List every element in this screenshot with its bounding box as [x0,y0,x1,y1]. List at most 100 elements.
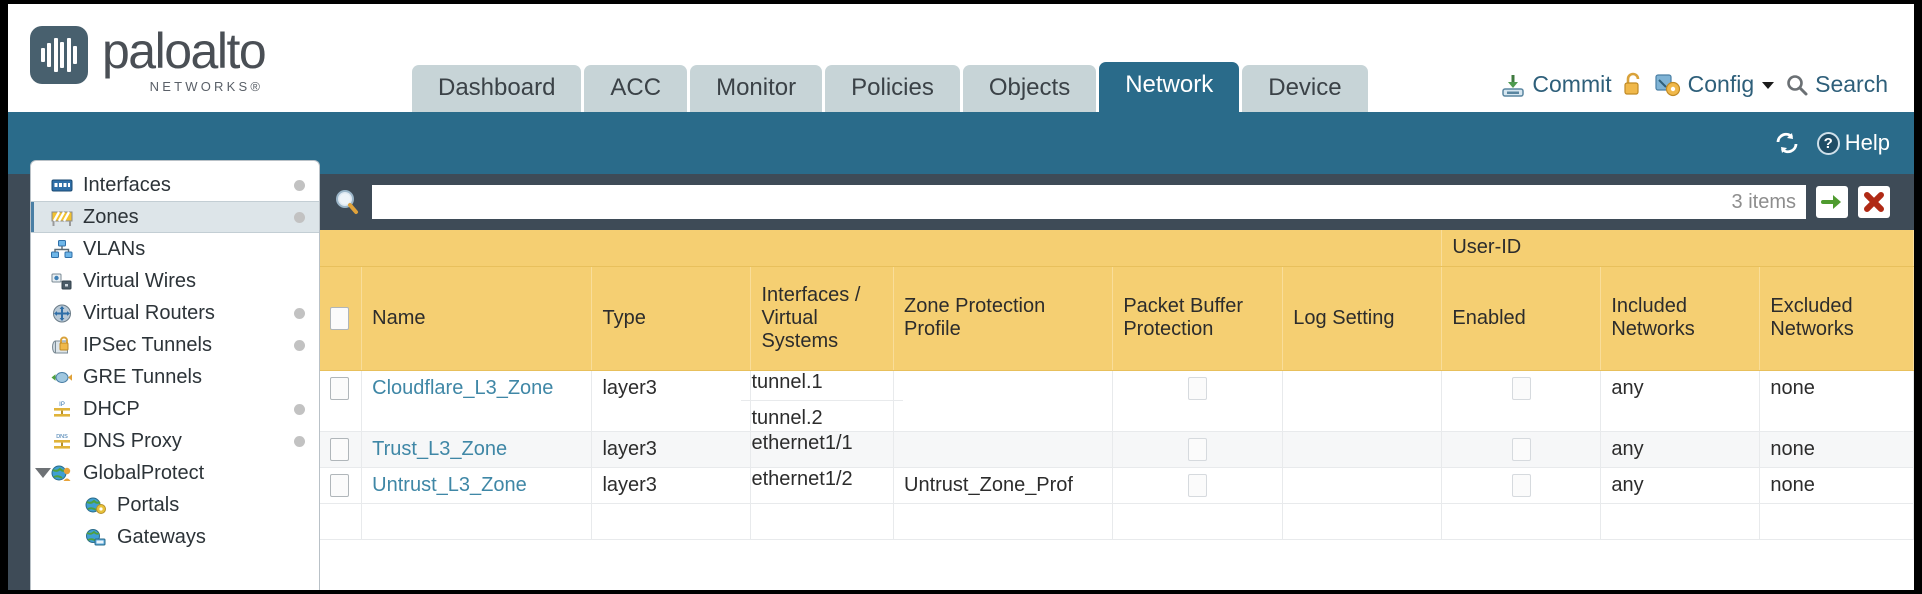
userid-enabled-checkbox[interactable] [1511,473,1531,497]
sidebar-item-status-dot [294,179,305,191]
dns-proxy-icon: DNS [49,431,74,451]
cell-userid-enabled [1441,431,1602,468]
zone-link[interactable]: Untrust_L3_Zone [372,473,527,496]
zones-icon [49,207,74,227]
select-all-checkbox[interactable] [330,306,349,330]
expand-collapse-caret-icon[interactable] [35,468,51,478]
empty-cell [1600,503,1761,540]
virtual-routers-icon [49,303,74,323]
interface-entry: ethernet1/2 [751,467,853,490]
clear-filter-button[interactable] [1858,186,1890,218]
globalprotect-icon [49,463,74,483]
sidebar-item-globalprotect[interactable]: GlobalProtect [31,457,319,489]
empty-cell [320,503,363,540]
config-menu[interactable]: Config [1654,71,1776,98]
row-select-checkbox[interactable] [330,376,349,400]
brand-tagline: NETWORKS® [149,79,264,94]
cell-log-setting [1282,467,1443,504]
search-toolbar: 3 items [320,174,1914,230]
sub-header-band: ? Help [8,112,1914,174]
sidebar-item-label: Portals [117,493,180,516]
lock-button[interactable] [1621,72,1645,98]
cell-name: Cloudflare_L3_Zone [361,370,593,432]
sidebar-item-vlans[interactable]: VLANs [31,233,319,265]
row-select-checkbox[interactable] [330,473,349,497]
commit-button[interactable]: Commit [1500,71,1612,98]
sidebar-item-virtual-wires[interactable]: Virtual Wires [31,265,319,297]
packet-buffer-protection-checkbox[interactable] [1188,376,1208,400]
sidebar-item-label: GRE Tunnels [83,365,202,388]
tab-monitor[interactable]: Monitor [690,65,823,112]
paloalto-logo: paloalto NETWORKS® [30,26,267,94]
search-button[interactable]: Search [1785,71,1888,98]
sidebar-item-label: Virtual Routers [83,301,215,324]
search-input[interactable] [372,185,1732,219]
userid-enabled-checkbox[interactable] [1511,376,1531,400]
sidebar-item-portals[interactable]: Portals [31,489,319,521]
interface-entry: ethernet1/1 [751,431,853,454]
refresh-icon[interactable] [1773,130,1801,156]
cell-included-networks: any [1600,467,1761,504]
zone-link[interactable]: Trust_L3_Zone [372,437,508,460]
column-header-excluded-networks[interactable]: Excluded Networks [1759,266,1914,371]
tab-dashboard[interactable]: Dashboard [412,65,582,112]
sidebar-item-status-dot [294,403,305,415]
tab-policies[interactable]: Policies [825,65,960,112]
cell-userid-enabled [1441,467,1602,504]
tab-network[interactable]: Network [1099,62,1240,112]
tab-objects[interactable]: Objects [962,65,1097,112]
cell-name: Trust_L3_Zone [361,431,593,468]
sidebar-item-label: VLANs [83,237,146,260]
column-header-zone-protection-profile[interactable]: Zone Protection Profile [893,266,1114,371]
column-header-type[interactable]: Type [591,266,752,371]
zone-link[interactable]: Cloudflare_L3_Zone [372,376,554,399]
row-select-checkbox[interactable] [330,437,349,461]
sidebar-item-label: IPSec Tunnels [83,333,212,356]
empty-cell [1282,503,1443,540]
cell-type: layer3 [591,431,752,468]
userid-enabled-checkbox[interactable] [1511,437,1531,461]
cell-included-networks: any [1600,431,1761,468]
sidebar-item-virtual-routers[interactable]: Virtual Routers [31,297,319,329]
search-icon [332,187,362,217]
tab-device[interactable]: Device [1242,65,1368,112]
help-button[interactable]: ? Help [1816,130,1890,156]
sidebar-item-ipsec-tunnels[interactable]: IPSec Tunnels [31,329,319,361]
sidebar-item-interfaces[interactable]: Interfaces [31,169,319,201]
sidebar-item-gre-tunnels[interactable]: GRE Tunnels [31,361,319,393]
group-header-spacer [320,230,1443,267]
select-all-header [320,266,363,371]
logo-mark-icon [30,26,88,84]
column-header-name[interactable]: Name [361,266,593,371]
items-count: 3 items [1731,190,1796,213]
sidebar-item-zones[interactable]: Zones [31,201,319,233]
column-header-included-networks[interactable]: Included Networks [1600,266,1761,371]
search-label: Search [1815,71,1888,97]
cell-packet-buffer-protection [1112,370,1284,432]
help-label: Help [1844,130,1890,155]
row-select-cell [320,370,363,432]
sidebar-item-gateways[interactable]: Gateways [31,521,319,553]
packet-buffer-protection-checkbox[interactable] [1188,473,1208,497]
cell-interfaces: ethernet1/2 [750,467,895,504]
tab-acc[interactable]: ACC [584,65,688,112]
column-header-log-setting[interactable]: Log Setting [1282,266,1443,371]
column-header-interfaces-virtual-systems[interactable]: Interfaces / Virtual Systems [750,266,895,371]
column-header-enabled[interactable]: Enabled [1441,266,1602,371]
gateways-icon [83,527,108,547]
apply-filter-button[interactable] [1816,186,1848,218]
packet-buffer-protection-checkbox[interactable] [1188,437,1208,461]
column-header-packet-buffer-protection[interactable]: Packet Buffer Protection [1112,266,1284,371]
